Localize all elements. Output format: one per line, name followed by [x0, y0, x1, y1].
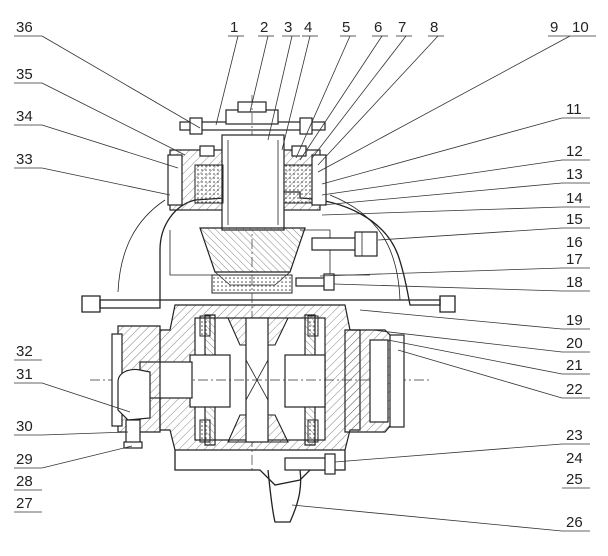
callout-4: 4 — [304, 19, 312, 36]
callout-labels: 1 2 3 4 5 6 7 8 9 10 11 12 13 14 15 16 1… — [16, 19, 589, 531]
callout-24: 24 — [566, 450, 583, 467]
callout-18: 18 — [566, 274, 583, 291]
callout-1: 1 — [230, 19, 238, 36]
callout-8: 8 — [430, 19, 438, 36]
callout-19: 19 — [566, 312, 583, 329]
callout-33: 33 — [16, 151, 33, 168]
oil-drain-pipe — [267, 469, 302, 523]
callout-5: 5 — [342, 19, 350, 36]
adjusting-bolt — [311, 237, 358, 251]
callout-27: 27 — [16, 495, 33, 512]
drive-pinion — [199, 227, 306, 273]
callout-16: 16 — [566, 234, 583, 251]
callout-12: 12 — [566, 143, 583, 160]
callout-11: 11 — [566, 101, 582, 118]
callout-21: 21 — [566, 357, 583, 374]
callout-30: 30 — [16, 418, 33, 435]
lower-housing — [174, 450, 346, 486]
callout-34: 34 — [16, 108, 33, 125]
callout-36: 36 — [16, 19, 33, 36]
side-gear-right — [284, 354, 326, 408]
side-gear-left — [189, 354, 231, 408]
callout-35: 35 — [16, 66, 33, 83]
callout-31: 31 — [16, 366, 33, 383]
callout-6: 6 — [374, 19, 382, 36]
housing-outline — [99, 191, 441, 309]
callout-10: 10 — [572, 19, 589, 36]
right-mount-ear — [439, 295, 456, 313]
callout-7: 7 — [398, 19, 406, 36]
callout-22: 22 — [566, 381, 583, 398]
lock-plate — [117, 368, 151, 421]
callout-29: 29 — [16, 451, 33, 468]
left-mount-ear — [81, 295, 101, 313]
callout-23: 23 — [566, 427, 583, 444]
callout-17: 17 — [566, 251, 583, 268]
callout-32: 32 — [16, 343, 33, 360]
callout-9: 9 — [550, 19, 558, 36]
callout-26: 26 — [566, 514, 583, 531]
mechanical-drawing — [81, 95, 456, 523]
callout-14: 14 — [566, 190, 583, 207]
callout-3: 3 — [284, 19, 292, 36]
leader-lines — [14, 35, 596, 532]
callout-25: 25 — [566, 471, 583, 488]
callout-20: 20 — [566, 335, 583, 352]
callout-15: 15 — [566, 211, 583, 228]
callout-28: 28 — [16, 473, 33, 490]
callout-2: 2 — [260, 19, 268, 36]
callout-13: 13 — [566, 166, 583, 183]
